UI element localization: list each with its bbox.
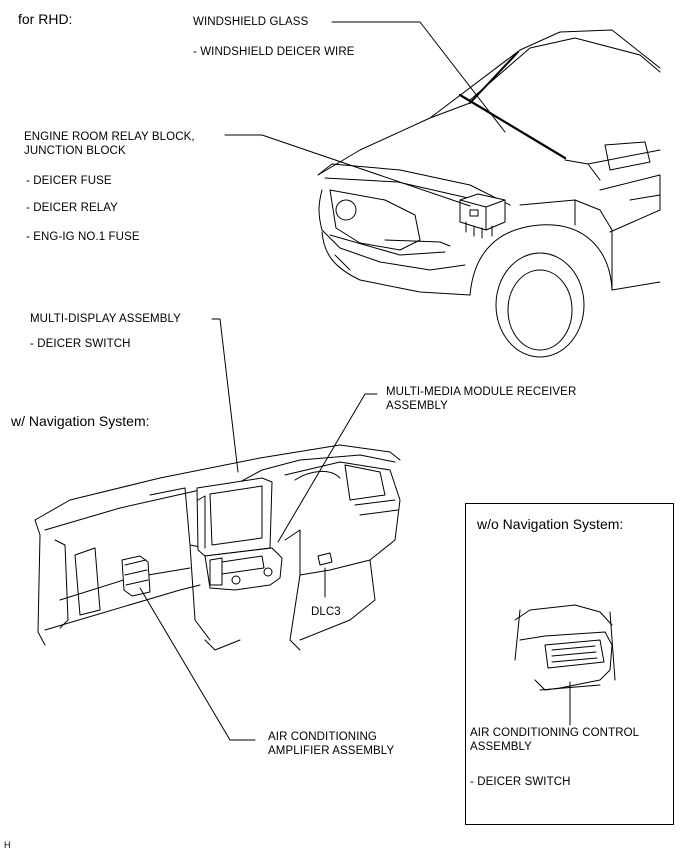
dashboard-illustration: [34, 444, 401, 651]
ac-control-illustration: [514, 604, 616, 691]
label-eng-ig-fuse: - ENG-IG NO.1 FUSE: [26, 231, 140, 243]
figure-code: H: [4, 840, 11, 850]
label-windshield-deicer-wire: - WINDSHIELD DEICER WIRE: [193, 46, 355, 58]
label-relay-block-line2: JUNCTION BLOCK: [24, 145, 126, 157]
label-deicer-switch-1: - DEICER SWITCH: [30, 338, 131, 350]
label-ac-amplifier-line2: AMPLIFIER ASSEMBLY: [268, 745, 395, 757]
label-ac-amplifier-line1: AIR CONDITIONING: [268, 731, 377, 743]
label-multimedia-line2: ASSEMBLY: [386, 400, 448, 412]
label-relay-block-line1: ENGINE ROOM RELAY BLOCK,: [24, 131, 195, 143]
label-multimedia-line1: MULTI-MEDIA MODULE RECEIVER: [386, 386, 577, 398]
label-multi-display: MULTI-DISPLAY ASSEMBLY: [30, 313, 181, 325]
rhd-variant-heading: for RHD:: [18, 11, 73, 27]
without-navigation-heading: w/o Navigation System:: [477, 516, 624, 532]
label-deicer-relay: - DEICER RELAY: [26, 202, 118, 214]
label-deicer-switch-2: - DEICER SWITCH: [470, 776, 571, 788]
leader-lines: [139, 21, 571, 741]
without-navigation-inset: [465, 503, 674, 825]
label-ac-control-line1: AIR CONDITIONING CONTROL: [470, 727, 640, 739]
label-ac-control-line2: ASSEMBLY: [470, 741, 532, 753]
label-windshield-glass: WINDSHIELD GLASS: [193, 16, 309, 28]
with-navigation-heading: w/ Navigation System:: [11, 413, 150, 429]
label-deicer-fuse: - DEICER FUSE: [26, 175, 112, 187]
label-dlc3: DLC3: [311, 606, 341, 618]
vehicle-illustration: [317, 29, 661, 358]
